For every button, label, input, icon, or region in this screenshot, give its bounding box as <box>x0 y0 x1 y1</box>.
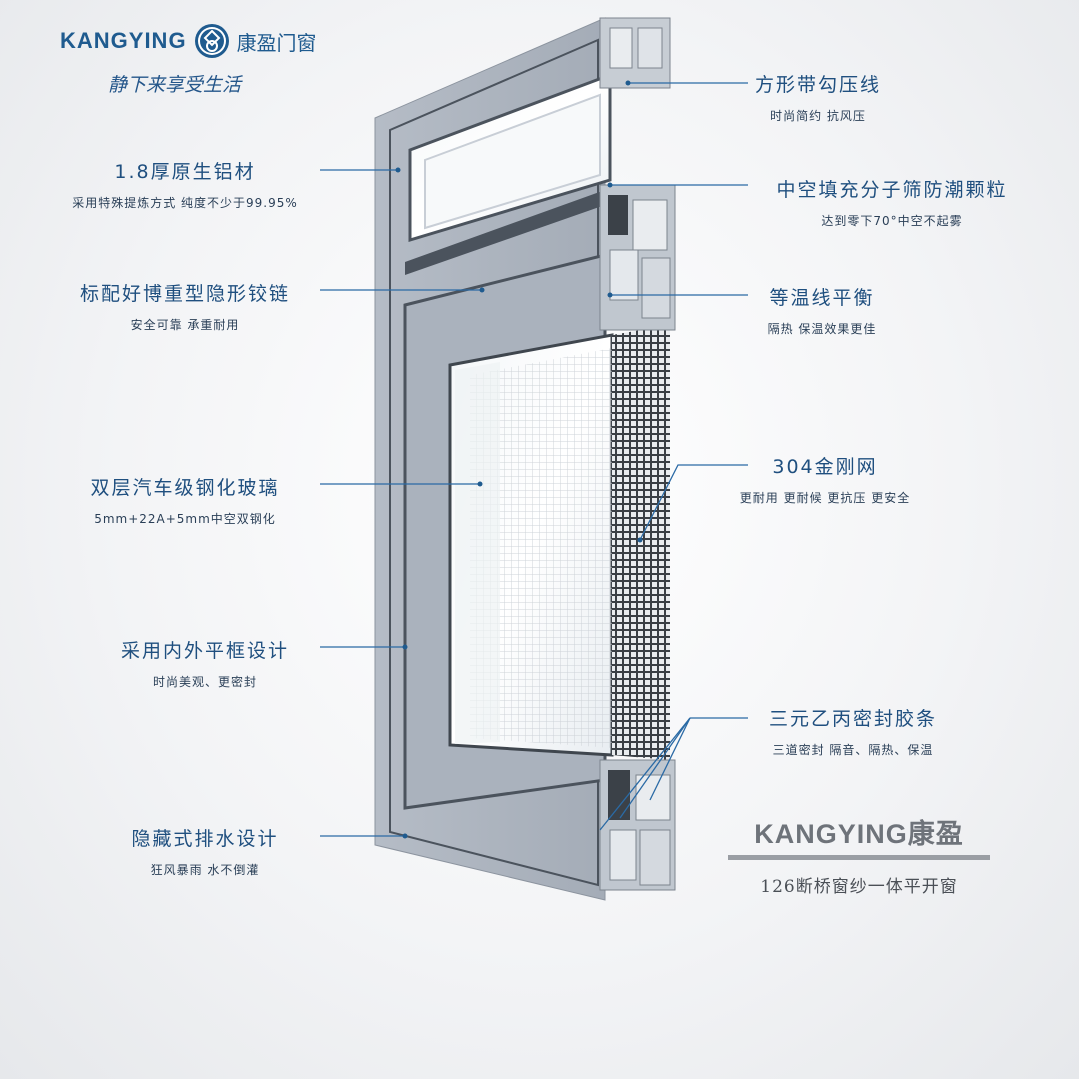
feature-desc: 时尚美观、更密封 <box>152 675 257 689</box>
product-title: KANGYING康盈 <box>754 819 964 849</box>
feature-left-2: 标配好博重型隐形铰链 安全可靠 承重耐用 <box>40 279 330 333</box>
feature-left-5: 隐藏式排水设计 狂风暴雨 水不倒灌 <box>105 824 305 878</box>
feature-desc: 时尚简约 抗风压 <box>770 109 866 123</box>
feature-title: 等温线平衡 <box>769 287 875 309</box>
feature-desc: 安全可靠 承重耐用 <box>130 318 240 332</box>
feature-title: 标配好博重型隐形铰链 <box>79 283 290 305</box>
profile-cross-section <box>599 17 676 891</box>
feature-desc: 狂风暴雨 水不倒灌 <box>150 863 260 877</box>
product-divider <box>728 855 990 860</box>
feature-desc: 三道密封 隔音、隔热、保温 <box>772 743 934 757</box>
feature-left-3: 双层汽车级钢化玻璃 5mm+22A+5mm中空双钢化 <box>60 473 310 527</box>
feature-title: 中空填充分子筛防潮颗粒 <box>776 179 1008 201</box>
feature-left-1: 1.8厚原生铝材 采用特殊提炼方式 纯度不少于99.95% <box>60 157 310 211</box>
feature-title: 1.8厚原生铝材 <box>114 161 256 183</box>
product-subtitle: 126断桥窗纱一体平开窗 <box>760 877 958 897</box>
feature-right-3: 等温线平衡 隔热 保温效果更佳 <box>752 283 892 337</box>
feature-title: 双层汽车级钢化玻璃 <box>90 477 280 499</box>
feature-left-4: 采用内外平框设计 时尚美观、更密封 <box>85 636 325 690</box>
feature-title: 采用内外平框设计 <box>120 640 289 662</box>
feature-desc: 更耐用 更耐候 更抗压 更安全 <box>739 491 911 505</box>
brand-header: KANGYING 康盈门窗 <box>60 22 317 60</box>
feature-desc: 5mm+22A+5mm中空双钢化 <box>94 512 276 526</box>
feature-right-4: 304金刚网 更耐用 更耐候 更抗压 更安全 <box>720 452 930 506</box>
feature-desc: 达到零下70°中空不起雾 <box>821 214 963 228</box>
brand-slogan: 静下来享受生活 <box>108 74 242 96</box>
feature-desc: 隔热 保温效果更佳 <box>767 322 877 336</box>
feature-desc: 采用特殊提炼方式 纯度不少于99.95% <box>72 196 298 210</box>
screen-mesh <box>612 325 670 760</box>
callout-lines <box>320 82 748 837</box>
feature-right-2: 中空填充分子筛防潮颗粒 达到零下70°中空不起雾 <box>752 175 1032 229</box>
feature-right-5: 三元乙丙密封胶条 三道密封 隔音、隔热、保温 <box>748 704 958 758</box>
feature-title: 三元乙丙密封胶条 <box>768 708 937 730</box>
feature-title: 方形带勾压线 <box>754 74 881 96</box>
kangying-logo-icon <box>193 22 231 60</box>
feature-title: 304金刚网 <box>772 456 878 478</box>
brand-name: KANGYING <box>60 28 187 53</box>
brand-name-cn: 康盈门窗 <box>236 30 317 55</box>
feature-right-1: 方形带勾压线 时尚简约 抗风压 <box>748 70 888 124</box>
feature-title: 隐藏式排水设计 <box>131 828 279 850</box>
